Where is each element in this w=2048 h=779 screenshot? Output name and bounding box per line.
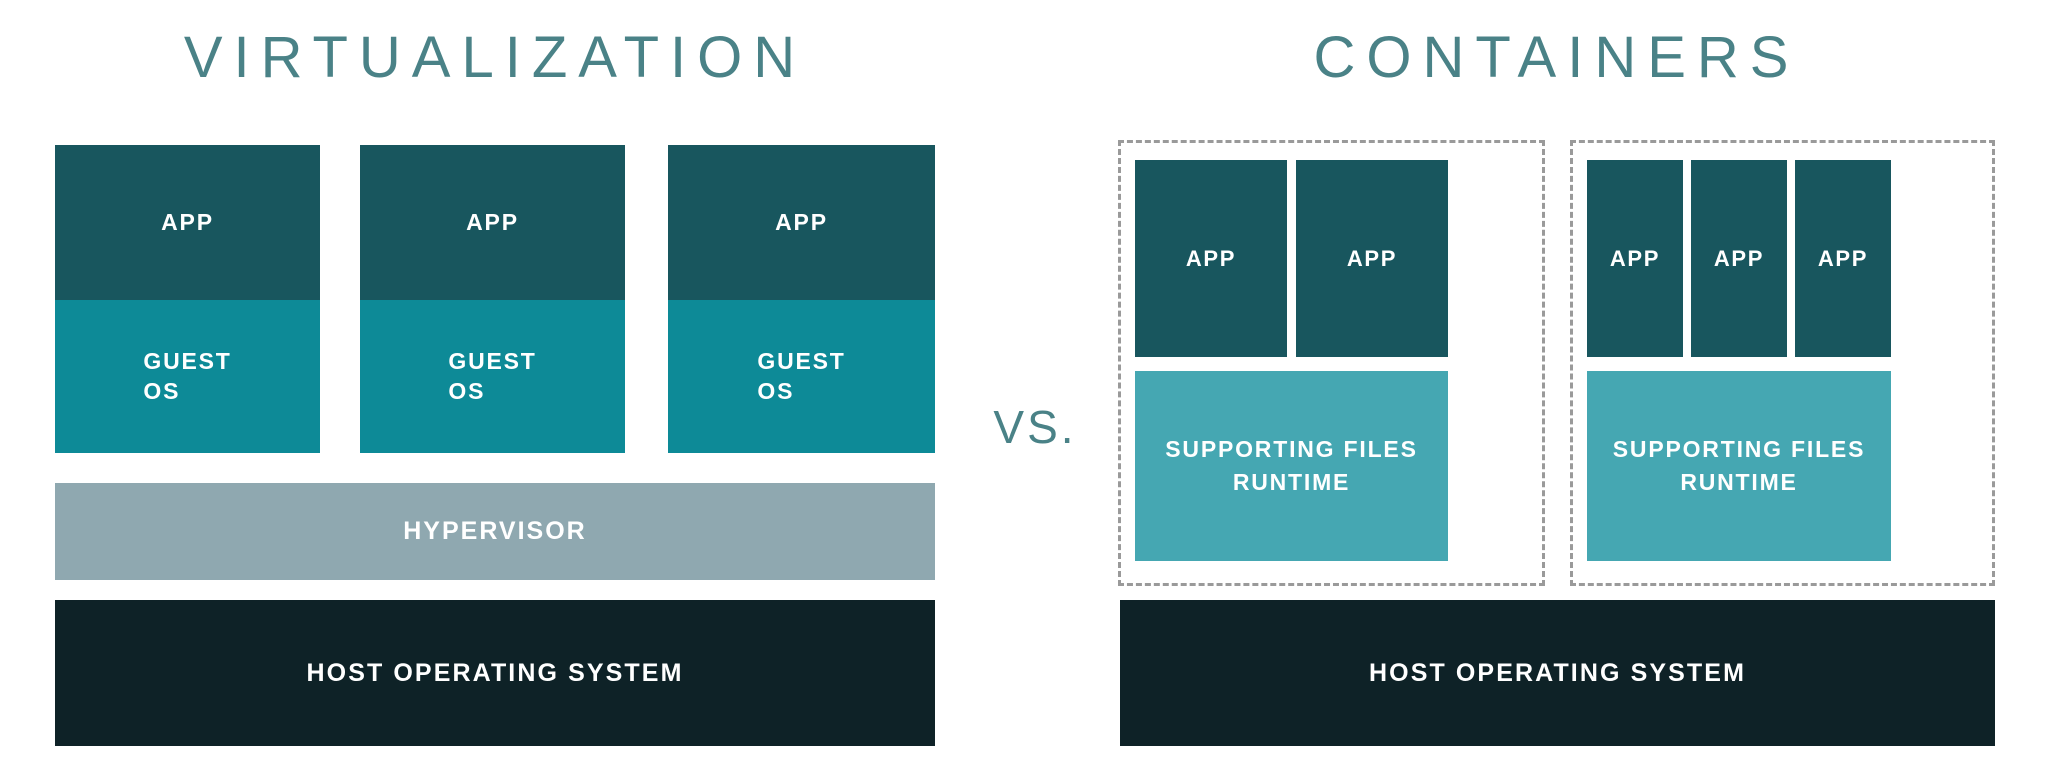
hypervisor-bar: HYPERVISOR <box>55 483 935 580</box>
vm-app-box-3: APP <box>668 145 935 300</box>
vm-app-label-2: APP <box>466 209 519 235</box>
supporting-files-label-2: SUPPORTING FILES <box>1612 435 1866 462</box>
runtime-label-1: RUNTIME <box>1232 469 1351 495</box>
container-app-box-2-1: APP <box>1587 160 1683 357</box>
vm-app-box-1: APP <box>55 145 320 300</box>
container-app-label-2-2: APP <box>1713 245 1765 271</box>
container-group-1: APP APP SUPPORTING FILES RUNTIME <box>1118 140 1545 586</box>
container-app-box-2-3: APP <box>1795 160 1891 357</box>
container-app-label-2-1: APP <box>1609 245 1661 271</box>
hypervisor-label: HYPERVISOR <box>403 517 587 545</box>
host-os-label-virtualization: HOST OPERATING SYSTEM <box>306 658 684 687</box>
container-app-box-1-2: APP <box>1296 160 1448 357</box>
supporting-files-runtime-box-1: SUPPORTING FILES RUNTIME <box>1135 371 1448 561</box>
container-app-label-1-2: APP <box>1346 245 1398 271</box>
vm-app-label-3: APP <box>775 209 828 235</box>
container-app-label-2-3: APP <box>1817 245 1869 271</box>
vs-label: VS. <box>993 401 1077 453</box>
container-app-box-1-1: APP <box>1135 160 1287 357</box>
container-group-2: APP APP APP SUPPORTING FILES RUNTIME <box>1570 140 1995 586</box>
supporting-files-label-1: SUPPORTING FILES <box>1165 435 1418 462</box>
host-os-bar-containers: HOST OPERATING SYSTEM <box>1120 600 1995 746</box>
container-app-label-1-1: APP <box>1185 245 1237 271</box>
vm-app-label-1: APP <box>161 209 214 235</box>
supporting-files-runtime-box-2: SUPPORTING FILES RUNTIME <box>1587 371 1891 561</box>
container-app-box-2-2: APP <box>1691 160 1787 357</box>
virtualization-title: VIRTUALIZATION <box>183 25 807 90</box>
vm-app-box-2: APP <box>360 145 625 300</box>
host-os-label-containers: HOST OPERATING SYSTEM <box>1369 658 1746 687</box>
containers-title: CONTAINERS <box>1313 25 1800 90</box>
runtime-label-2: RUNTIME <box>1680 469 1798 495</box>
host-os-bar-virtualization: HOST OPERATING SYSTEM <box>55 600 935 746</box>
